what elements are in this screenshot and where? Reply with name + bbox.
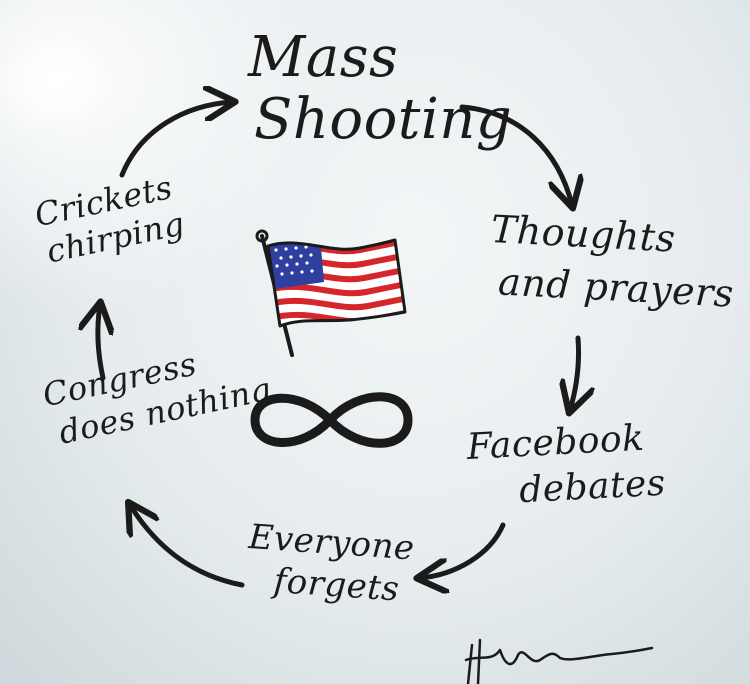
node-thoughts-line-2: and prayers <box>497 259 735 316</box>
node-forgets-line-1: Everyone <box>247 517 416 569</box>
arrow-congress-to-crickets <box>98 305 103 381</box>
arrow-forgets-to-congress <box>130 505 245 588</box>
node-mass-shooting: Mass Shooting <box>248 30 512 148</box>
node-everyone-forgets: Everyone forgets <box>245 517 416 610</box>
us-flag-icon <box>255 229 407 357</box>
node-forgets-line-2: forgets <box>272 560 401 610</box>
node-facebook-line-1: Facebook <box>465 417 646 468</box>
arrow-crickets-to-mass <box>119 102 232 178</box>
node-mass-shooting-line-2: Shooting <box>254 87 513 152</box>
arrow-facebook-to-forgets <box>420 522 506 578</box>
light-glare <box>0 40 110 130</box>
arrow-thoughts-to-facebook <box>570 335 579 410</box>
node-thoughts-and-prayers: Thoughts and prayers <box>487 207 737 316</box>
arrow-mass-to-thoughts <box>459 104 572 205</box>
node-mass-shooting-line-1: Mass <box>248 25 399 90</box>
artist-signature <box>464 638 654 684</box>
infinity-icon <box>250 392 413 448</box>
node-facebook-line-2: debates <box>518 462 667 512</box>
node-facebook-debates: Facebook debates <box>465 417 667 512</box>
